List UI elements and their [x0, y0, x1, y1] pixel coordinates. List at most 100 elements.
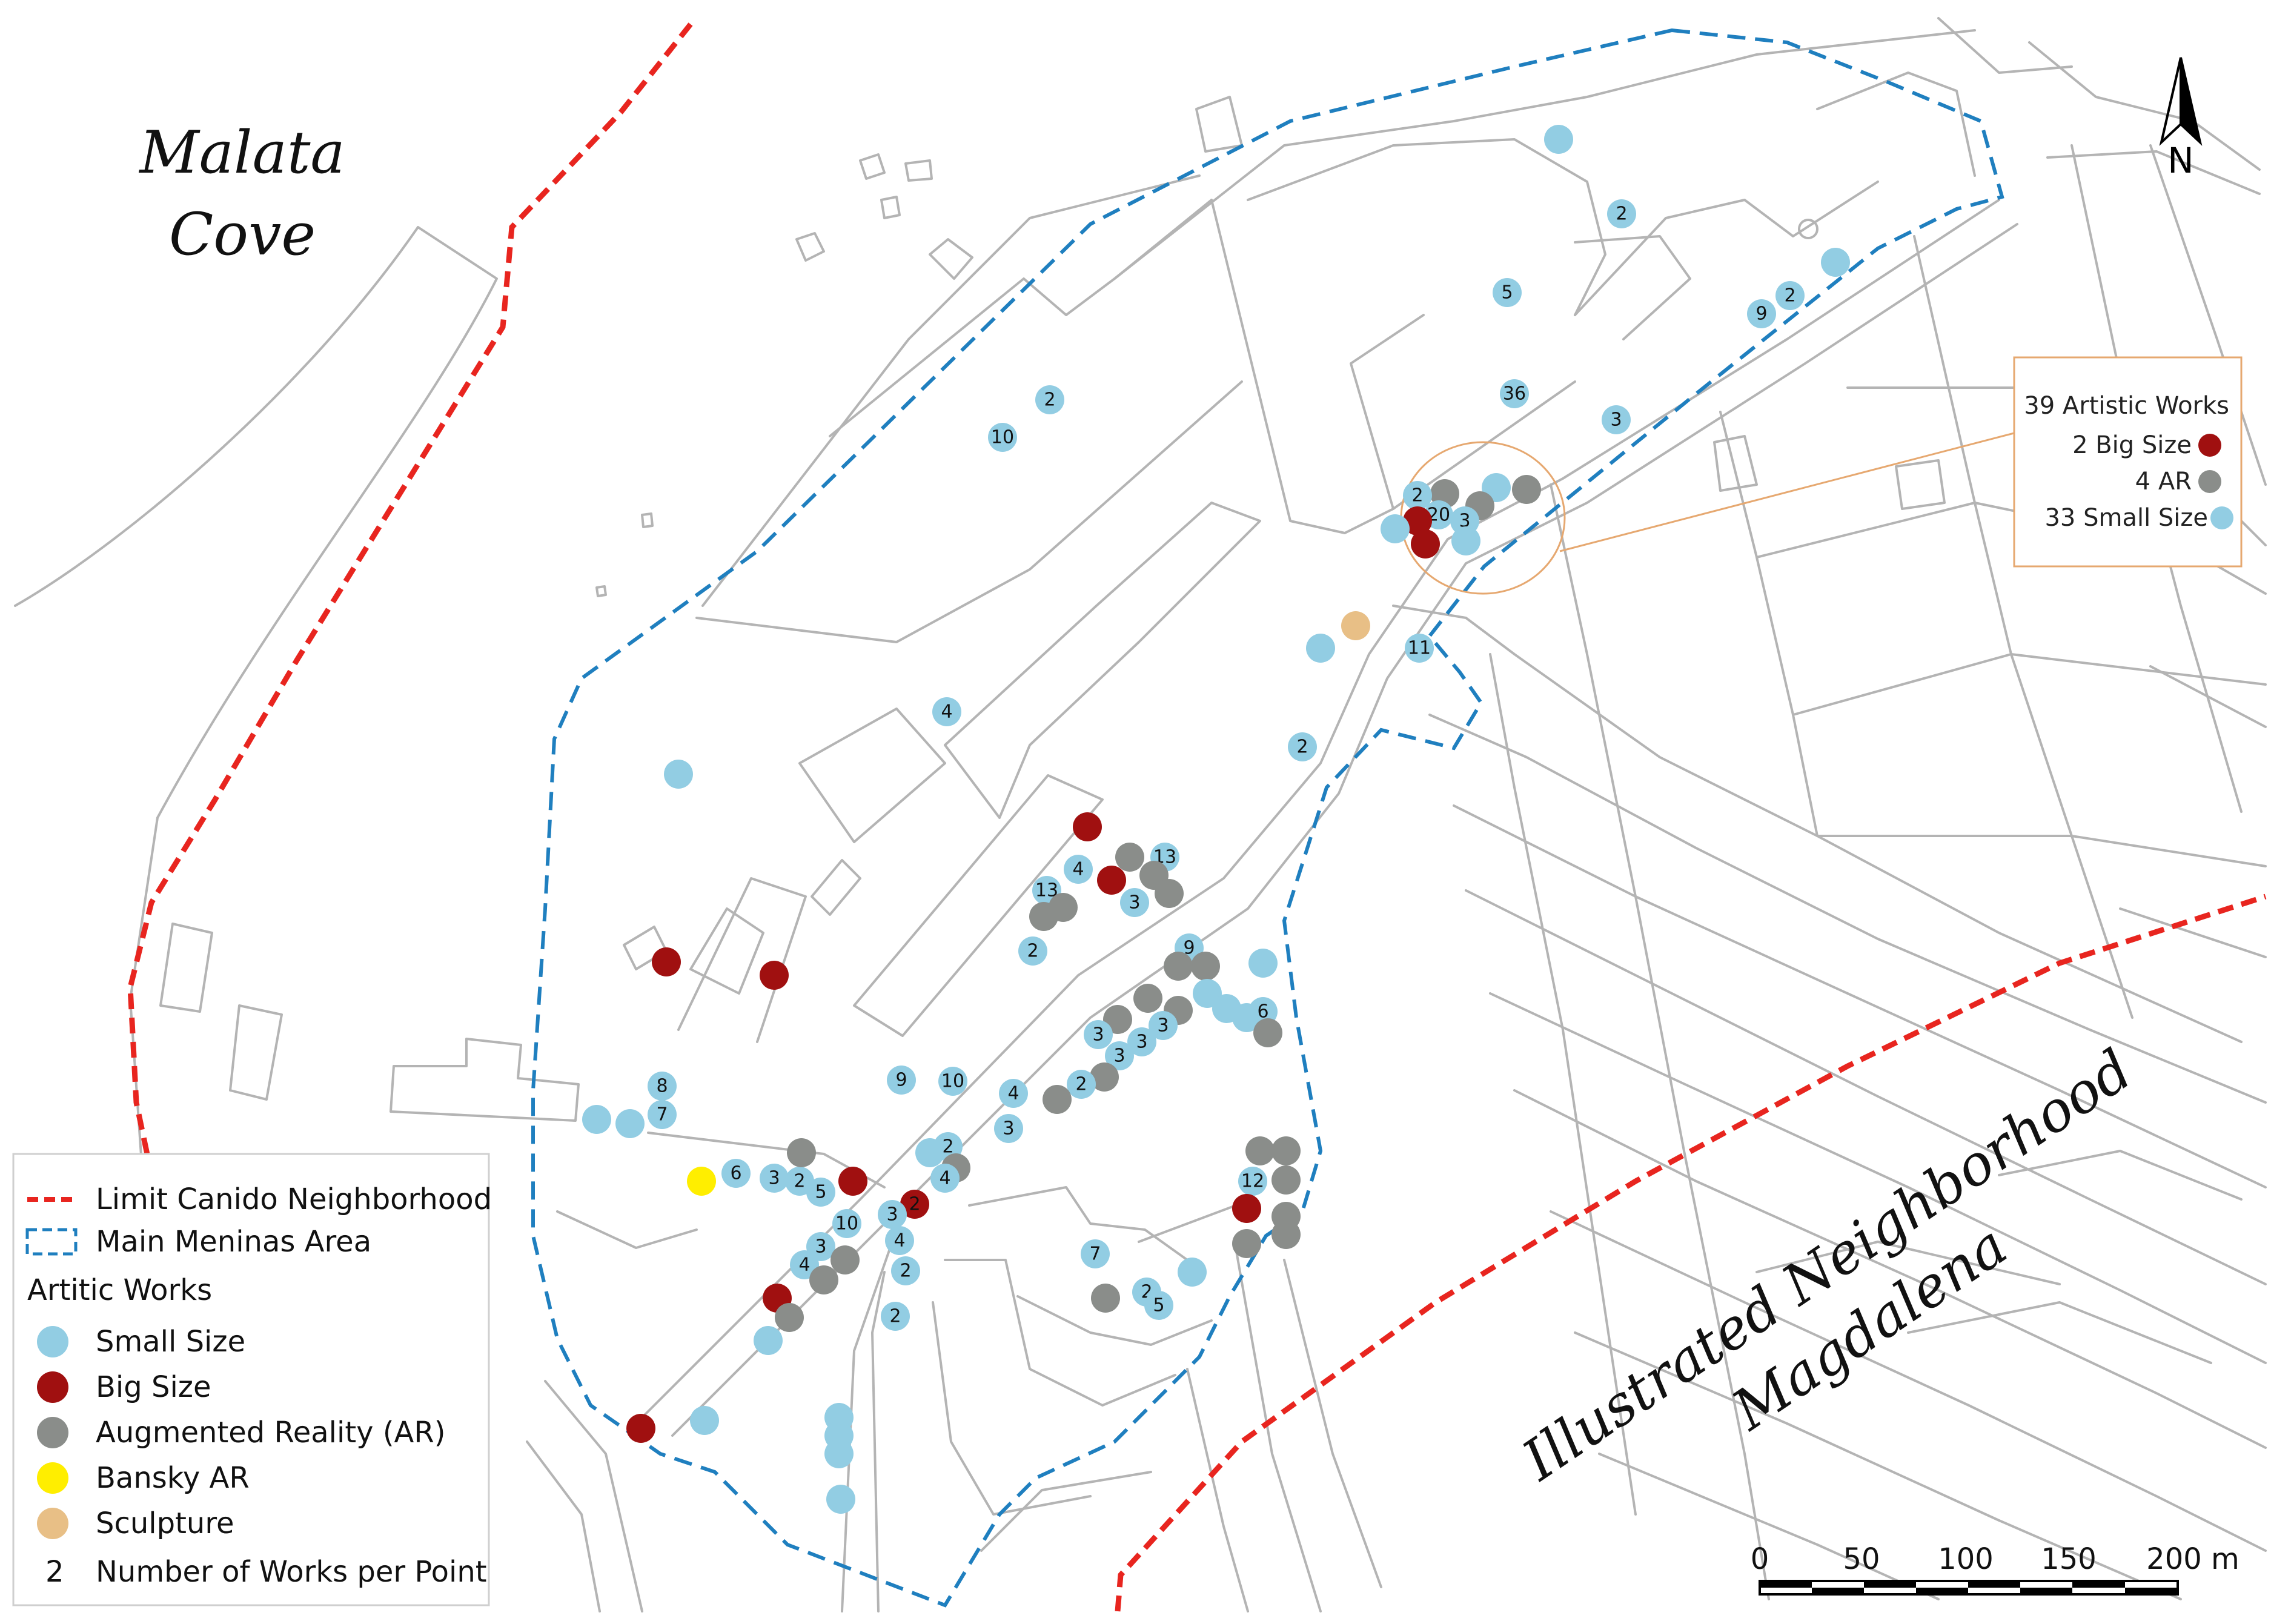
artwork-marker: [878, 1200, 907, 1229]
works-count-label: 4: [1072, 859, 1084, 880]
artwork-point-big: [838, 1167, 867, 1196]
artwork-marker: [1411, 529, 1440, 558]
artwork-point-small: 4: [930, 1164, 960, 1193]
artwork-marker: [988, 423, 1017, 452]
artwork-marker: [1064, 855, 1093, 884]
works-count-label: 2: [1075, 1074, 1087, 1095]
artwork-point-small: [1306, 634, 1335, 663]
artwork-point-sculpture: [1341, 611, 1370, 640]
artwork-point-ar: [1133, 984, 1162, 1013]
artwork-marker: [1043, 1085, 1072, 1114]
artwork-marker: [938, 1067, 967, 1096]
artwork-marker: [1607, 199, 1636, 228]
artwork-point-small: [690, 1406, 719, 1435]
artwork-point-ar: [1271, 1136, 1301, 1165]
works-count-label: 5: [1501, 282, 1513, 303]
artwork-marker: [1288, 732, 1317, 761]
artwork-point-small: 10: [988, 423, 1017, 452]
artwork-marker: [760, 961, 789, 990]
artwork-marker: [1248, 949, 1278, 978]
artwork-point-ar: [1271, 1165, 1301, 1195]
artwork-point-small: 3: [1149, 1011, 1178, 1040]
artwork-marker: [760, 1164, 789, 1193]
artwork-marker: [1115, 843, 1144, 872]
works-count-label: 9: [1755, 303, 1767, 325]
works-count-label: 5: [815, 1182, 826, 1203]
artwork-point-small: 2: [1288, 732, 1317, 761]
works-count-label: 3: [1136, 1032, 1147, 1053]
artwork-marker: [1127, 1027, 1156, 1056]
artwork-point-small: 2: [881, 1302, 910, 1331]
artwork-marker: [1149, 1011, 1178, 1040]
artwork-marker: [1178, 1258, 1207, 1287]
artwork-point-small: 12: [1238, 1167, 1267, 1196]
artwork-marker: [1191, 952, 1220, 981]
artwork-marker: [1035, 385, 1064, 414]
artwork-marker: [754, 1326, 783, 1355]
works-count-label: 4: [798, 1254, 810, 1276]
canido-limit-west: [127, 22, 693, 1161]
works-count-label: 2: [942, 1136, 953, 1158]
artwork-point-small: [1381, 514, 1410, 543]
works-count-label: 36: [1503, 383, 1526, 405]
artwork-point-small: 2: [891, 1256, 920, 1285]
artwork-marker: [1403, 506, 1432, 535]
works-count-label: 2: [1784, 285, 1795, 307]
artwork-marker: [891, 1256, 920, 1285]
works-count-label: 5: [1153, 1295, 1164, 1316]
artwork-point-small: 5: [1144, 1291, 1173, 1320]
artwork-point-big: [1232, 1194, 1261, 1223]
artwork-point-small: 2: [1035, 385, 1064, 414]
artwork-point-small: 4: [885, 1226, 914, 1255]
artwork-marker: [809, 1265, 838, 1294]
artwork-point-small: 7: [648, 1100, 677, 1129]
artwork-marker: [1381, 514, 1410, 543]
artwork-point-small: 10: [938, 1067, 967, 1096]
artwork-point-small: 9: [1747, 299, 1776, 328]
artwork-point-small: [1178, 1258, 1207, 1287]
artwork-point-small: 2: [1775, 281, 1805, 310]
artwork-point-big: [1411, 529, 1440, 558]
artwork-marker: [1090, 1062, 1119, 1092]
artwork-point-small: 3: [1602, 405, 1631, 434]
artwork-point-ar: [1191, 952, 1220, 981]
artwork-point-small: [754, 1326, 783, 1355]
artwork-marker: [1120, 888, 1149, 917]
artwork-point-big: [652, 947, 681, 976]
artwork-marker: [1306, 634, 1335, 663]
works-count-label: 2: [900, 1261, 911, 1282]
artwork-point-ar: [1115, 843, 1144, 872]
artwork-marker: [832, 1209, 861, 1238]
artwork-point-small: 3: [1120, 888, 1149, 917]
works-count-label: 3: [1092, 1024, 1104, 1046]
works-count-label: 3: [815, 1236, 826, 1258]
artwork-marker: [1405, 634, 1434, 663]
artwork-marker: [664, 760, 693, 789]
artwork-marker: [887, 1066, 916, 1095]
artwork-point-small: 2: [1067, 1070, 1096, 1099]
artwork-point-small: 10: [832, 1209, 861, 1238]
artwork-marker: [1775, 281, 1805, 310]
artwork-marker: [721, 1159, 751, 1188]
artwork-marker: [1029, 902, 1058, 931]
artwork-marker: [999, 1079, 1028, 1108]
artwork-marker: [1451, 526, 1480, 555]
artwork-point-ar: [1253, 1018, 1282, 1047]
artwork-point-small: 36: [1500, 379, 1529, 408]
artwork-point-small: 4: [999, 1079, 1028, 1108]
works-count-label: 2: [794, 1171, 805, 1192]
artwork-point-bansky: [687, 1167, 716, 1196]
artwork-marker: [881, 1302, 910, 1331]
works-count-label: 7: [1089, 1244, 1101, 1265]
artwork-marker: [1512, 475, 1541, 504]
artwork-point-ar: [1155, 879, 1184, 908]
artwork-marker: [885, 1226, 914, 1255]
works-count-label: 8: [656, 1076, 668, 1097]
artwork-marker: [932, 697, 961, 726]
artwork-marker: [1018, 936, 1047, 966]
artwork-point-small: [615, 1109, 645, 1138]
artwork-marker: [648, 1100, 677, 1129]
artwork-point-small: 4: [932, 697, 961, 726]
artwork-point-small: [664, 760, 693, 789]
works-count-label: 11: [1408, 638, 1431, 659]
